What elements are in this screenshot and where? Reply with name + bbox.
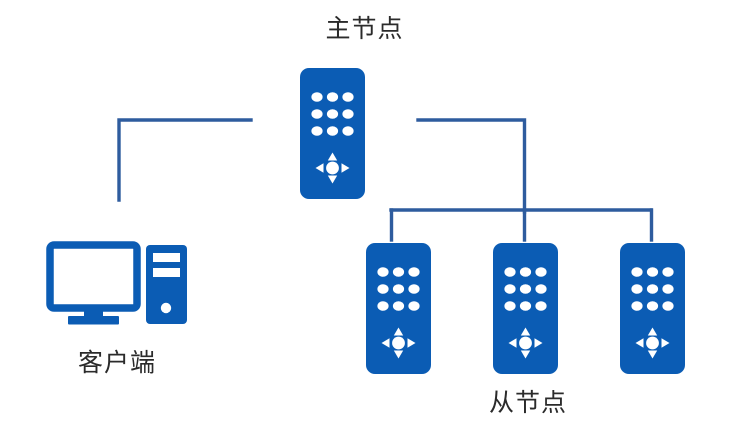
slave-node-2[interactable]	[493, 243, 558, 374]
slave-group-label: 从节点	[488, 389, 567, 417]
master-node-label: 主节点	[325, 15, 404, 43]
slave-node-3[interactable]	[620, 243, 685, 374]
connector-master-to-slave-bus	[416, 118, 527, 214]
server-icon	[620, 243, 685, 374]
server-icon	[300, 68, 365, 199]
slave-node-1[interactable]	[366, 243, 431, 374]
server-icon	[493, 243, 558, 374]
server-icon	[366, 243, 431, 374]
client-workstation[interactable]	[46, 241, 187, 325]
connector-client-to-master	[117, 118, 253, 202]
client-label: 客户端	[77, 349, 156, 377]
master-node[interactable]	[300, 68, 365, 199]
desktop-computer-icon	[46, 241, 187, 325]
